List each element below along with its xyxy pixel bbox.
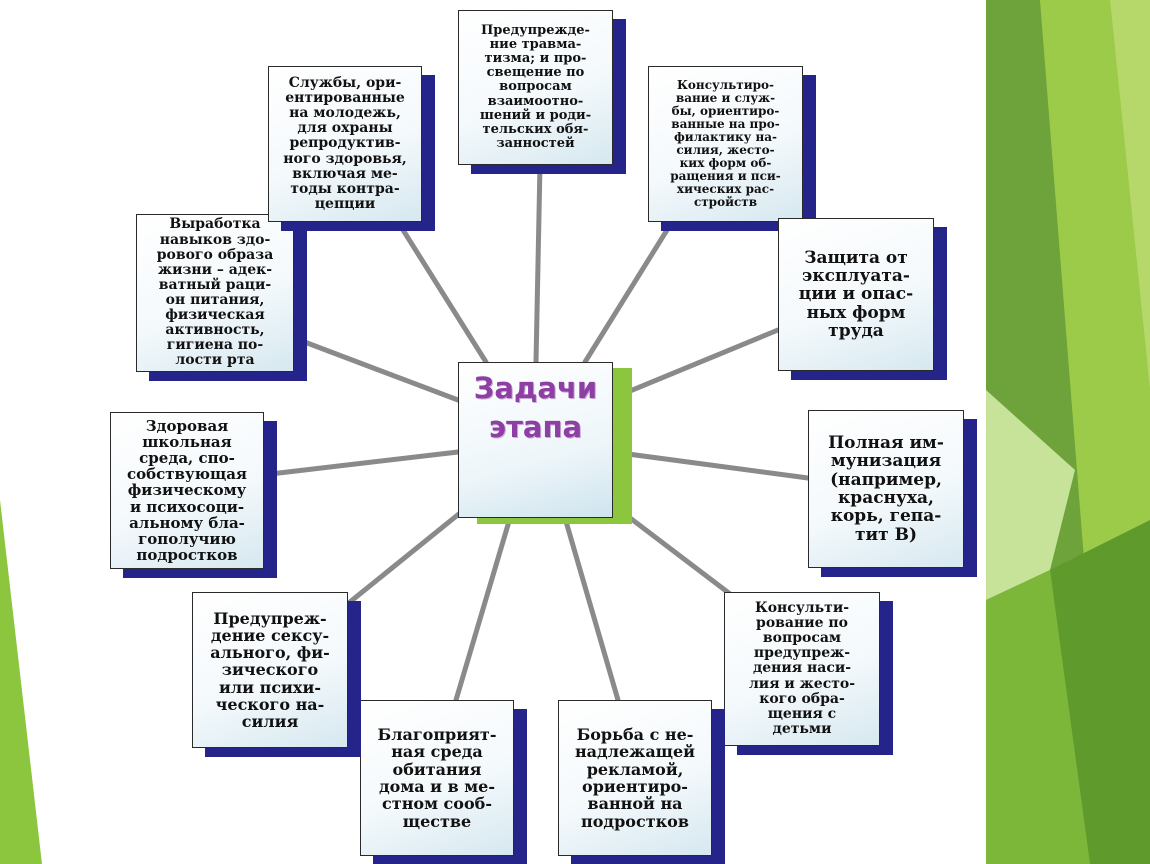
connector-n4 [610, 449, 811, 481]
connector-n3 [610, 327, 781, 401]
task-box-youth-services: Службы, ори- ентированные на молодежь, д… [268, 66, 422, 222]
center-box: Задачи этапа [458, 362, 613, 518]
task-box-labor-protection: Защита от эксплуата- ции и опас- ных фор… [778, 218, 934, 371]
task-text: Выработка навыков здо- рового образа жиз… [156, 216, 274, 369]
connector-n8 [337, 502, 473, 613]
task-box-home-environment: Благоприят- ная среда обитания дома и в … [360, 700, 514, 856]
right-dark-facet [1050, 520, 1150, 864]
task-text: Борьба с не- надлежащей рекламой, ориент… [574, 725, 696, 831]
task-text: Предупреж- дение сексу- ального, фи- зич… [210, 608, 330, 732]
task-text: Консульти- рование по вопросам предупреж… [748, 600, 856, 737]
connector-n1 [533, 162, 543, 365]
task-box-healthy-lifestyle: Выработка навыков здо- рового образа жиз… [136, 214, 294, 372]
task-box-immunization: Полная им- мунизация (например, краснуха… [808, 410, 964, 568]
connector-n7 [453, 515, 513, 703]
connector-n6 [562, 515, 621, 703]
task-box-violence-prevention-counseling: Консультиро- вание и служ- бы, ориентиро… [648, 66, 803, 222]
task-text: Защита от эксплуата- ции и опас- ных фор… [798, 247, 914, 342]
connector-n5 [610, 502, 741, 603]
connector-n9 [259, 449, 461, 478]
left-green-sliver [0, 500, 42, 864]
task-box-child-abuse-counseling: Консульти- рование по вопросам предупреж… [724, 592, 880, 746]
task-box-abuse-prevention: Предупреж- дение сексу- ального, фи- зич… [192, 592, 348, 748]
task-text: Благоприят- ная среда обитания дома и в … [377, 725, 497, 831]
right-green-stripe-lightest [1110, 0, 1150, 390]
task-text: Полная им- мунизация (например, краснуха… [828, 432, 944, 545]
task-text: Службы, ори- ентированные на молодежь, д… [283, 75, 407, 212]
task-text: Предупрежде- ние травма- тизма; и про- с… [479, 23, 592, 151]
right-mid-facet [986, 570, 1090, 864]
connector-n2 [582, 219, 675, 365]
task-box-injury-prevention: Предупрежде- ние травма- тизма; и про- с… [458, 10, 613, 165]
task-box-advertising: Борьба с не- надлежащей рекламой, ориент… [558, 700, 712, 856]
task-box-school-environment: Здоровая школьная среда, спо- собствующа… [110, 412, 264, 569]
task-text: Здоровая школьная среда, спо- собствующа… [126, 416, 247, 565]
connector-n11 [395, 219, 489, 365]
center-title: Задачи этапа [473, 371, 598, 445]
task-text: Консультиро- вание и служ- бы, ориентиро… [670, 78, 781, 209]
right-light-facet [986, 390, 1075, 600]
connector-n10 [291, 335, 461, 403]
